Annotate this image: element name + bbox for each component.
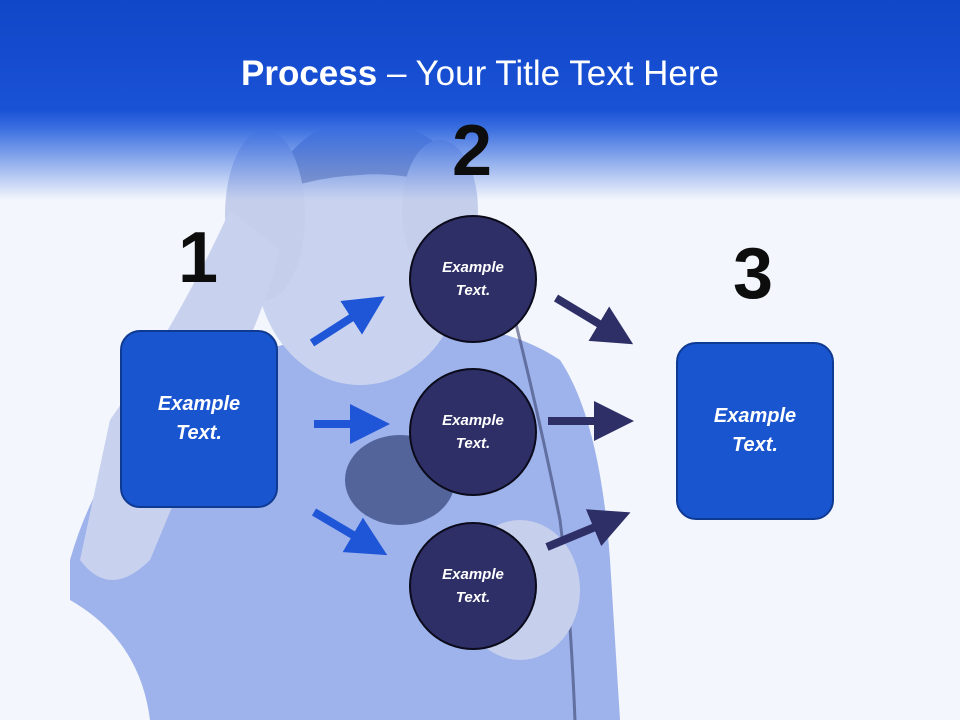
- circle-top: Example Text.: [409, 215, 537, 343]
- step-number-1: 1: [177, 218, 219, 298]
- title-bold: Process: [241, 54, 378, 93]
- right-box: Example Text.: [676, 342, 834, 520]
- circle-middle: Example Text.: [409, 368, 537, 496]
- title-rest: – Your Title Text Here: [377, 54, 719, 93]
- step-number-3: 3: [732, 234, 774, 314]
- slide-title: Process – Your Title Text Here: [0, 50, 960, 98]
- circle-bottom: Example Text.: [409, 522, 537, 650]
- header-band: [0, 0, 960, 200]
- left-box: Example Text.: [120, 330, 278, 508]
- step-number-2: 2: [451, 111, 493, 191]
